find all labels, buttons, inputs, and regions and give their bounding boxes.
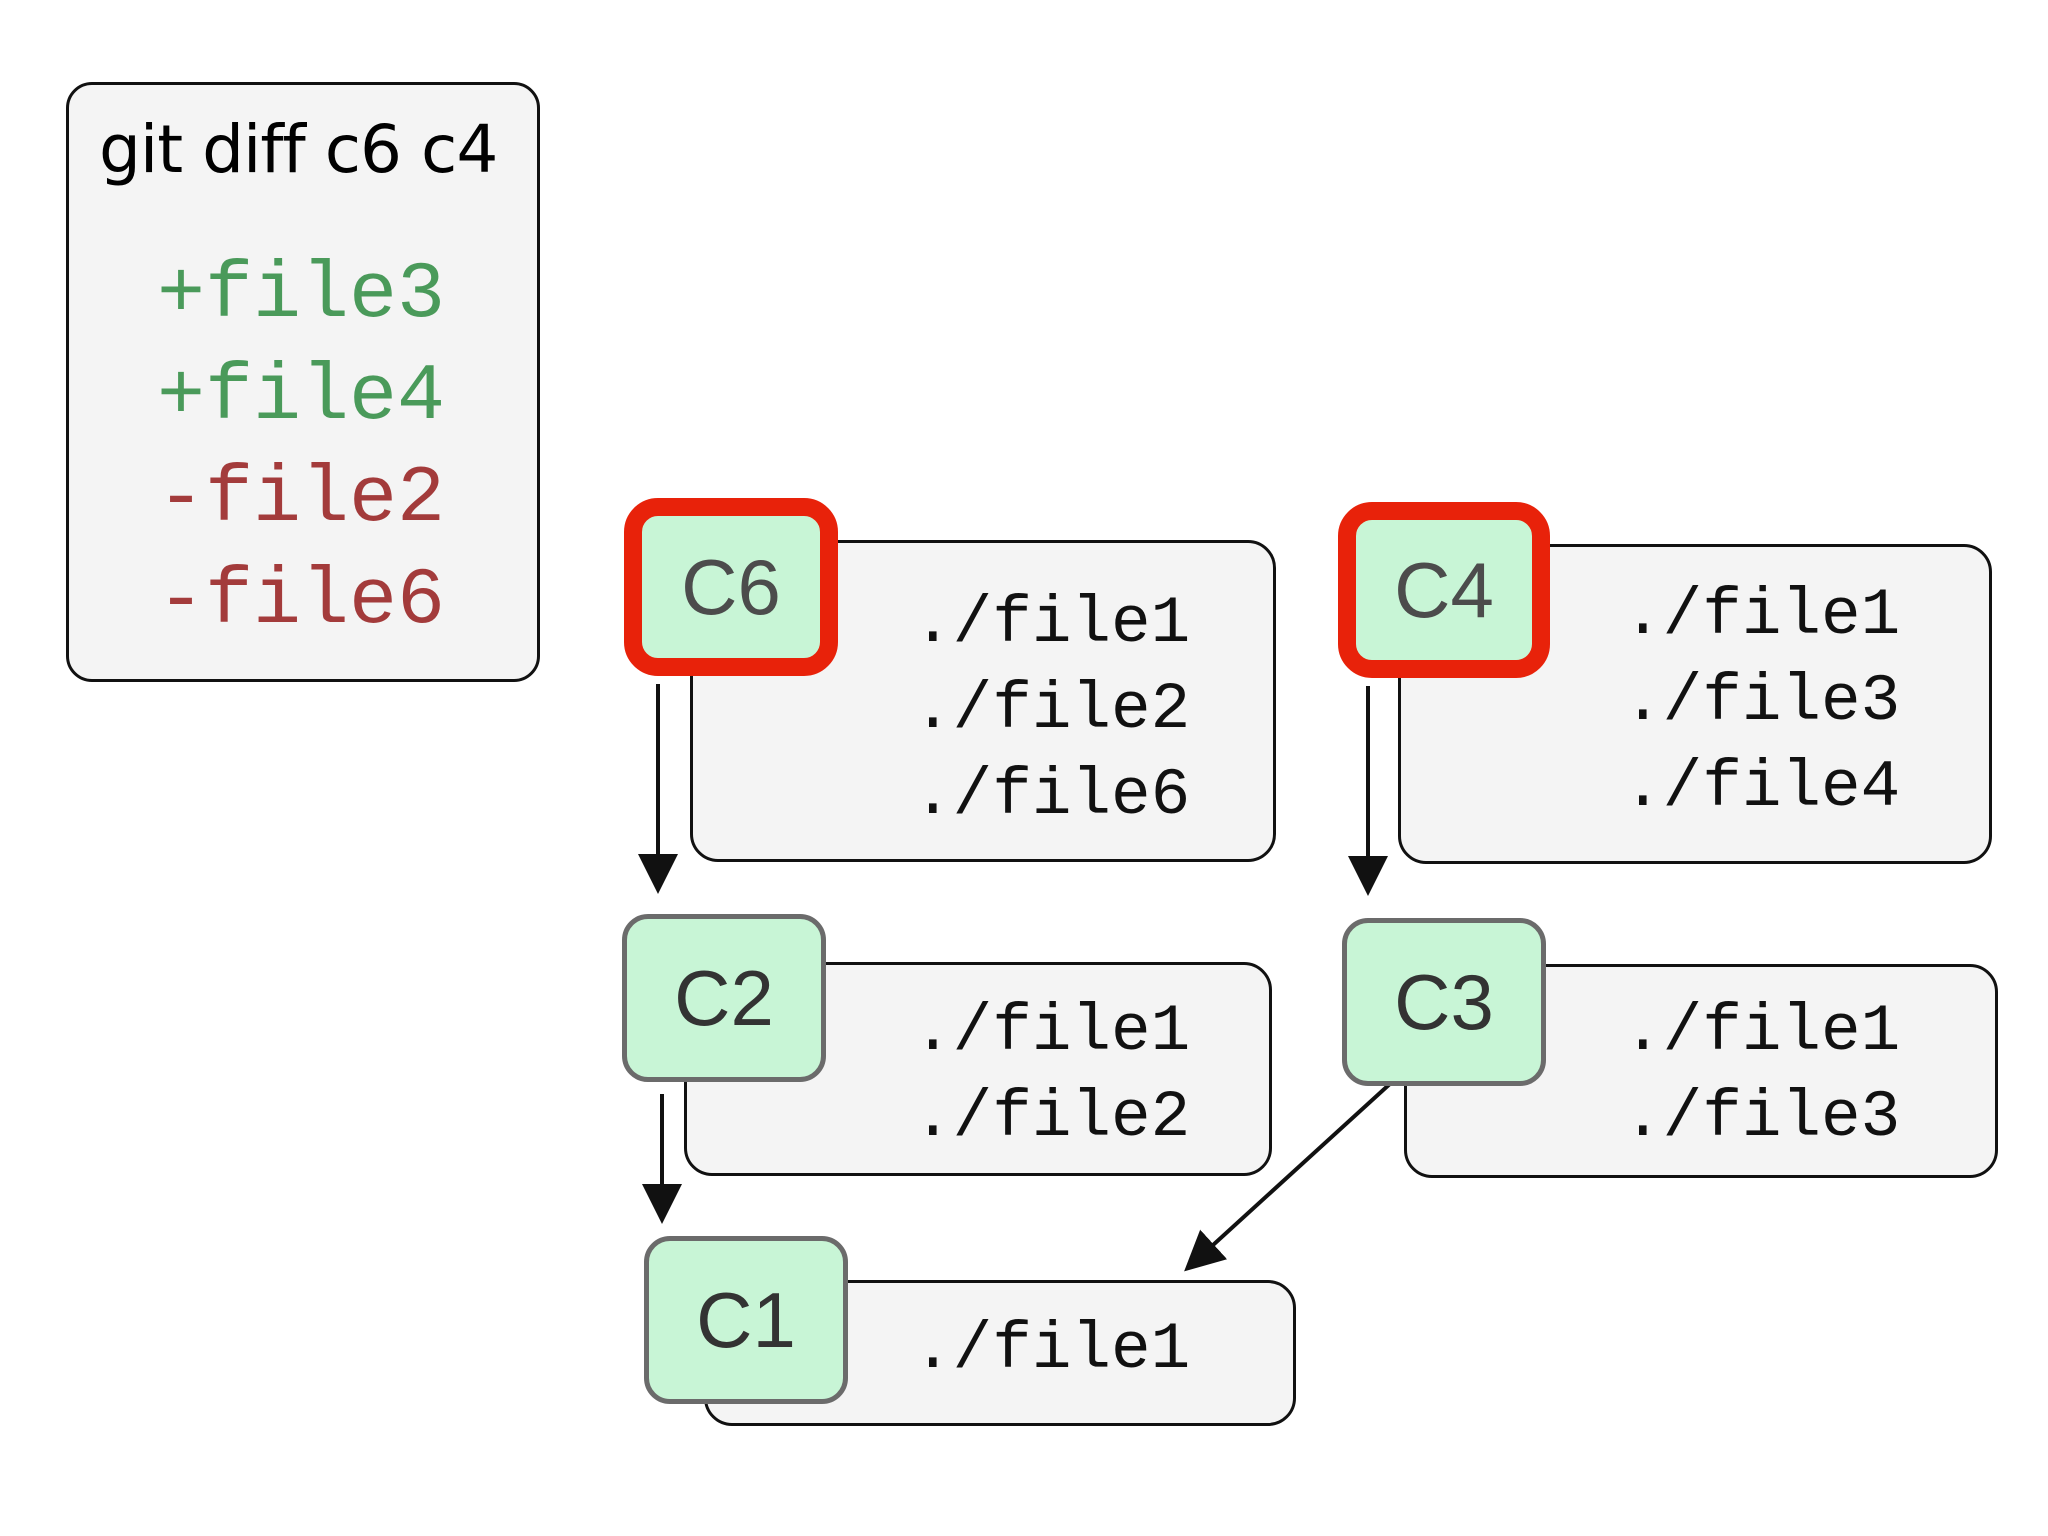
file-item: ./file4	[1623, 750, 1901, 825]
commit-node-c6[interactable]: C6	[624, 498, 838, 676]
commit-label: C6	[681, 543, 781, 631]
diff-line-removed: -file2	[157, 454, 446, 545]
file-item: ./file1	[913, 994, 1191, 1069]
file-item: ./file2	[913, 672, 1191, 747]
diff-line-added: +file3	[157, 250, 446, 341]
diff-panel: git diff c6 c4 +file3 +file4 -file2 -fil…	[66, 82, 540, 682]
file-item: ./file1	[913, 586, 1191, 661]
diff-lines: +file3 +file4 -file2 -file6	[157, 245, 445, 653]
commit-label: C3	[1394, 958, 1494, 1046]
commit-label: C4	[1394, 546, 1494, 634]
file-item: ./file2	[913, 1080, 1191, 1155]
file-item: ./file3	[1623, 1080, 1901, 1155]
file-item: ./file1	[913, 1312, 1191, 1387]
file-item: ./file6	[913, 758, 1191, 833]
diff-line-added: +file4	[157, 352, 446, 443]
commit-node-c3[interactable]: C3	[1342, 918, 1546, 1086]
file-item: ./file3	[1623, 664, 1901, 739]
commit-label: C2	[674, 954, 774, 1042]
file-item: ./file1	[1623, 578, 1901, 653]
commit-node-c1[interactable]: C1	[644, 1236, 848, 1404]
commit-node-c4[interactable]: C4	[1338, 502, 1550, 678]
edge-c3-to-c1	[1184, 1080, 1394, 1272]
diff-line-removed: -file6	[157, 556, 446, 647]
diff-command: git diff c6 c4	[99, 111, 498, 188]
commit-node-c2[interactable]: C2	[622, 914, 826, 1082]
commit-label: C1	[696, 1276, 796, 1364]
file-item: ./file1	[1623, 994, 1901, 1069]
